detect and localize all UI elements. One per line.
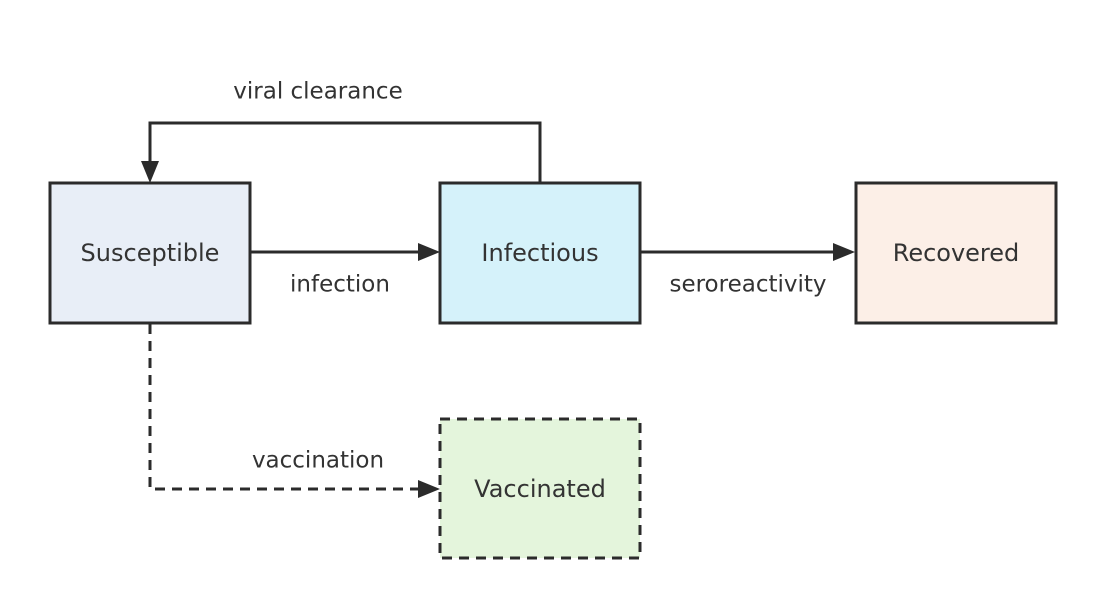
edge-vaccination: vaccination [148, 324, 440, 498]
susceptible-box [48, 181, 252, 325]
edge-viral-clearance: viral clearance [141, 79, 542, 183]
vaccination-arrow-line [148, 324, 423, 491]
infectious-box [438, 181, 642, 325]
infectious-label: Infectious [481, 239, 598, 267]
edge-seroreactivity: seroreactivity [641, 243, 855, 298]
viral-clearance-arrow-line [148, 121, 542, 182]
recovered-box [854, 181, 1058, 325]
node-recovered: Recovered [854, 181, 1058, 325]
edge-infection: infection [251, 243, 440, 298]
vaccinated-box [438, 417, 642, 560]
vaccination-label: vaccination [252, 448, 384, 474]
seroreactivity-arrowhead [833, 243, 855, 261]
infection-label: infection [290, 272, 390, 298]
infection-arrowhead [418, 243, 440, 261]
susceptible-label: Susceptible [81, 239, 220, 267]
recovered-label: Recovered [893, 239, 1020, 267]
node-infectious: Infectious [438, 181, 642, 325]
vaccination-arrowhead [418, 480, 440, 498]
node-susceptible: Susceptible [48, 181, 252, 325]
node-vaccinated: Vaccinated [438, 417, 642, 560]
seroreactivity-label: seroreactivity [669, 272, 826, 298]
vaccinated-label: Vaccinated [474, 475, 606, 503]
viral-clearance-label: viral clearance [233, 79, 402, 105]
viral-clearance-arrowhead [141, 161, 159, 183]
